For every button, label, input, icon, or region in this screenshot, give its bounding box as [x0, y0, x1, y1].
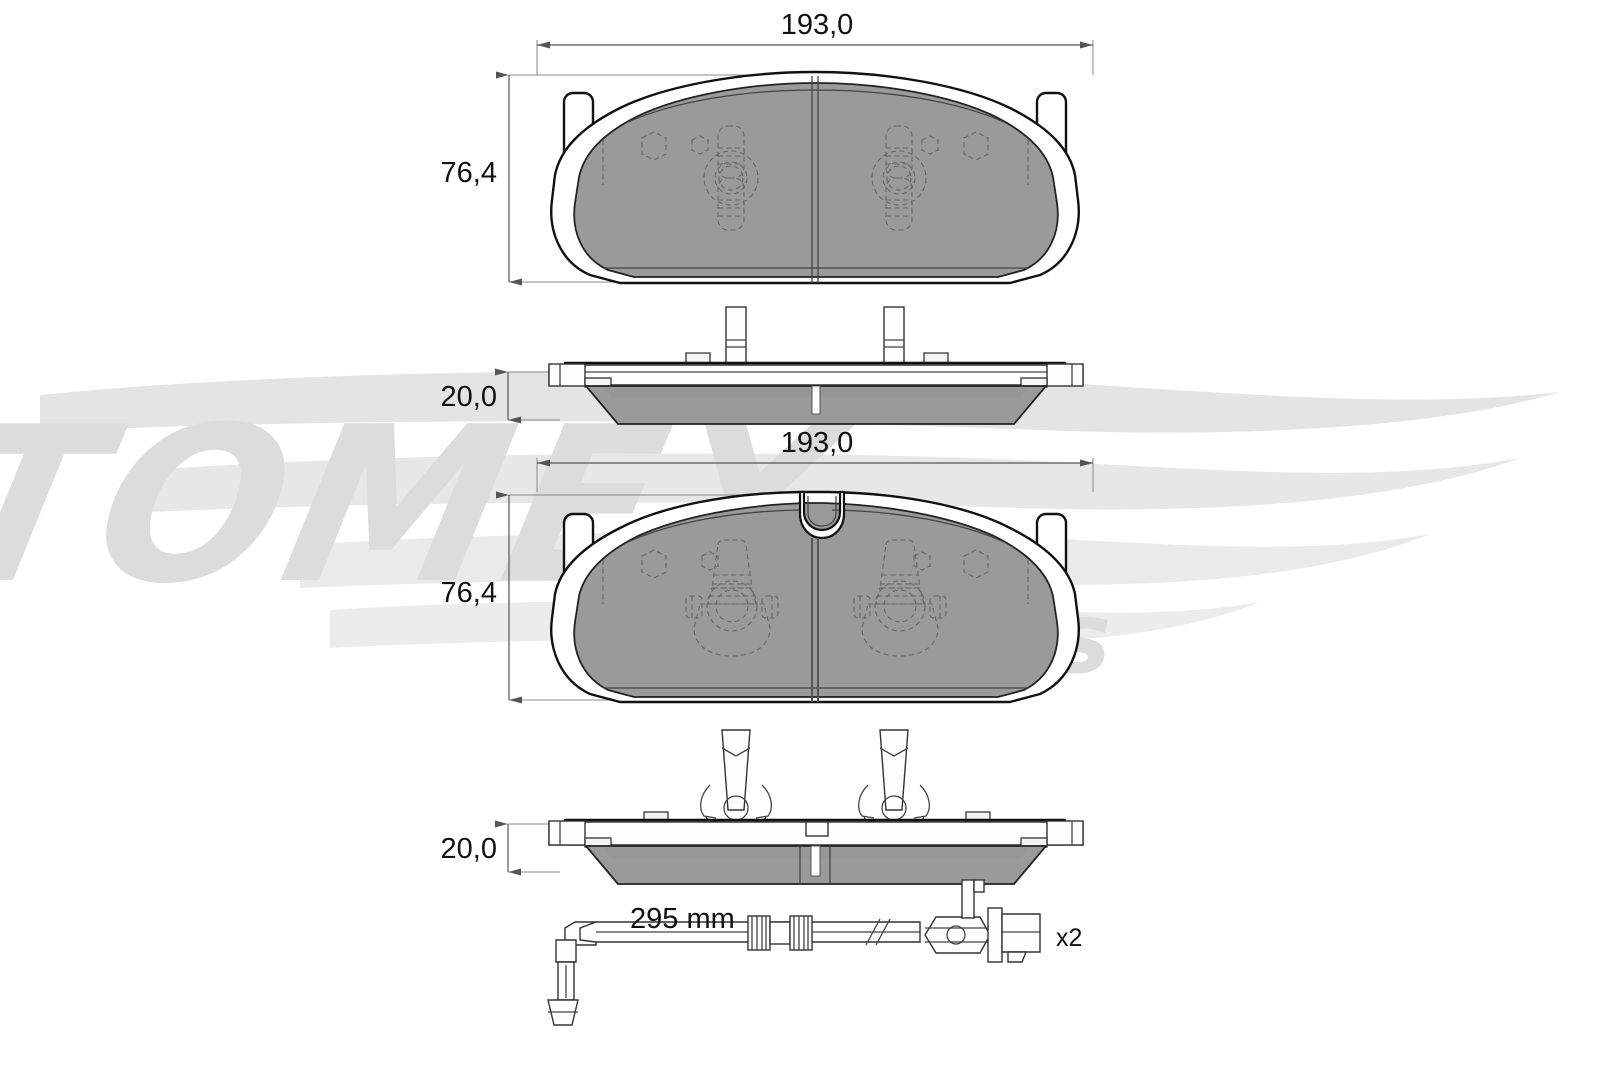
pad-2-top-notch: [798, 490, 846, 540]
pad-1-width-label: 193,0: [781, 9, 854, 41]
pad-2-center-slot: [811, 538, 819, 702]
pad-2-width-label: 193,0: [781, 427, 854, 459]
pad-1-height-label: 76,4: [441, 157, 497, 189]
pad-2-hole-right-inner: [913, 551, 931, 571]
sensor-quantity-label: x2: [1056, 924, 1082, 952]
pad-2-friction-material: [573, 502, 1059, 698]
sensor-length-label: 295 mm: [630, 903, 735, 935]
pad-2-hidden-plate-outline: [602, 560, 1029, 604]
pad-1-width-dimension: [536, 40, 1094, 75]
pad-2-height-label: 76,4: [441, 577, 497, 609]
pad-2-clip-right: [853, 539, 947, 657]
wear-sensor-assembly: [547, 879, 1041, 1026]
pad-1-hole-right: [963, 131, 989, 161]
pad-1-clip-left: [691, 125, 759, 231]
pad-1-friction-material: [573, 82, 1059, 278]
pad-2-backing-plate-side: [548, 818, 1084, 848]
pad-1-hole-left: [641, 131, 667, 161]
pad-1-center-slot: [811, 76, 819, 283]
pad-2-thickness-label: 20,0: [441, 833, 497, 865]
pad-2-friction-chamfer: [627, 509, 1005, 543]
pad-2-hole-left-inner: [701, 551, 719, 571]
pad-2-side-view: [494, 729, 1084, 885]
pad-1-thickness-label: 20,0: [441, 381, 497, 413]
pad-1-backing-plate-side: [548, 361, 1084, 388]
pad-2-width-dimension: [536, 458, 1094, 492]
pad-1-face-view: [495, 40, 1094, 286]
pad-1-hidden-plate-outline: [602, 140, 1029, 185]
pad-2-hole-right-outer: [963, 549, 989, 579]
pad-1-side-slot: [811, 385, 821, 415]
sensor-cable: [579, 915, 921, 951]
pad-2-clip-left: [685, 539, 779, 657]
pad-2-face-view: [495, 458, 1094, 704]
pad-2-hole-left-outer: [641, 549, 667, 579]
sensor-connector: [924, 879, 1041, 963]
pad-1-side-view: [494, 306, 1084, 425]
pad-1-clip-right: [871, 125, 939, 231]
pad-2-side-slot: [810, 845, 821, 877]
pad-1-friction-chamfer: [627, 89, 1005, 123]
